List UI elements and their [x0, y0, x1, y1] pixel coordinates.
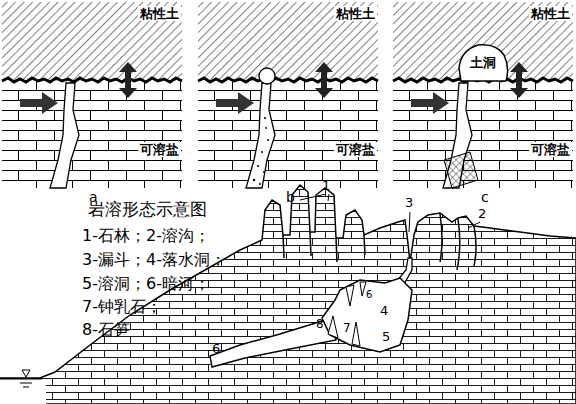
legend-line: 3-漏斗；4-落水洞；: [82, 252, 226, 268]
callout-number: 3: [405, 196, 413, 209]
callout-number: 6: [212, 342, 220, 355]
callout-number: 2: [478, 207, 486, 220]
rock-label: 可溶盐: [529, 142, 572, 157]
callout-number: 1: [322, 179, 330, 192]
soil-label: 粘性土: [334, 6, 377, 21]
soil-label: 粘性土: [138, 6, 181, 21]
soil-label: 粘性土: [529, 6, 572, 21]
node-text: 土洞: [470, 56, 496, 69]
legend-line: 8-石笋: [82, 322, 130, 338]
callout-number: 5: [382, 330, 390, 343]
callout-number: 8: [316, 318, 324, 330]
panel-letter: b: [286, 190, 295, 204]
panel-letter: c: [481, 190, 489, 204]
panel-letter: a: [89, 190, 98, 204]
callout-number: 7: [343, 322, 351, 334]
callout-number: 6: [366, 290, 372, 300]
cave-shape: [459, 45, 508, 81]
node-body: 土洞: [456, 42, 510, 82]
rock-label: 可溶盐: [334, 142, 377, 157]
callout-number: 4: [380, 304, 388, 317]
rock-label: 可溶盐: [138, 142, 181, 157]
diagram-title: 岩溶形态示意图: [88, 201, 207, 218]
legend-line: 1-石林；2-溶沟；: [82, 228, 210, 244]
legend-line: 5-溶洞；6-暗河；: [82, 276, 210, 292]
legend-line: 7-钟乳石；: [82, 299, 162, 315]
soil-cave: 土洞: [456, 42, 510, 82]
